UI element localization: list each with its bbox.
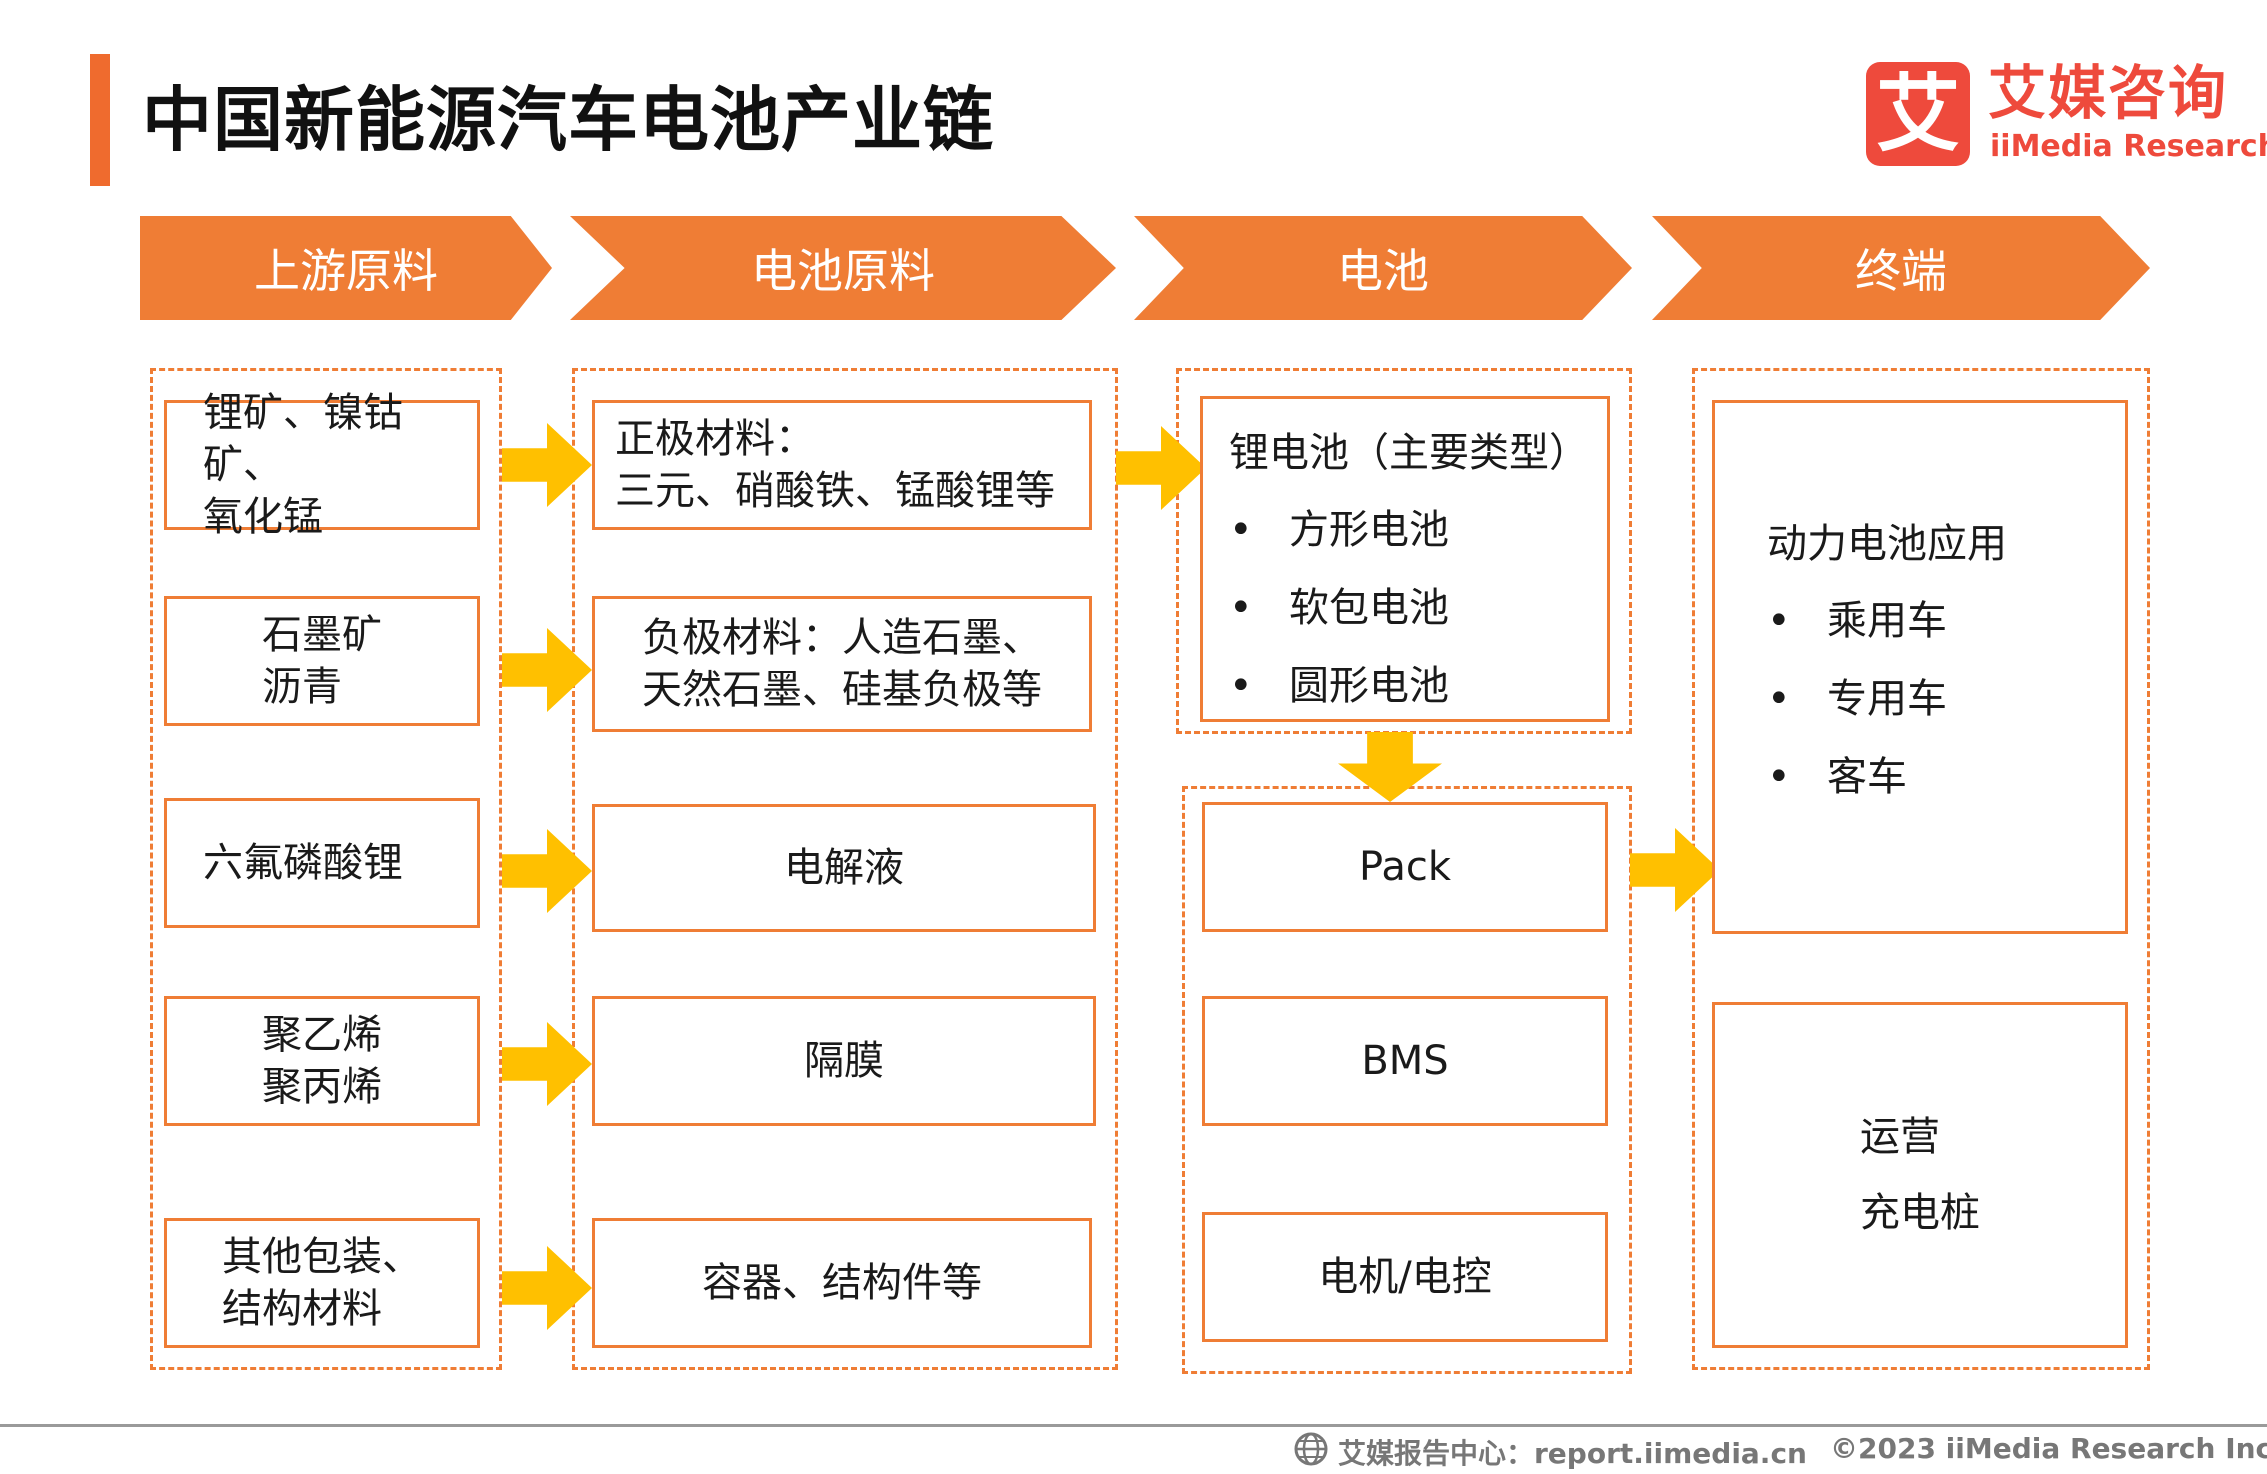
list-item: 乘用车 [1767,582,2125,660]
page-title: 中国新能源汽车电池产业链 [142,79,994,161]
electrolyte-box: 电解液 [592,804,1096,932]
footer-copyright: ©2023 iiMedia Research Inc [1830,1432,2267,1465]
cathode-material-box: 正极材料： 三元、硝酸铁、锰酸锂等 [592,400,1092,530]
lithium-battery-types: 方形电池 软包电池 圆形电池 [1229,491,1607,725]
application-heading: 动力电池应用 [1767,521,2007,567]
box-text: 负极材料：人造石墨、 天然石墨、硅基负极等 [642,612,1042,716]
box-line: 沥青 [262,664,342,710]
box-line: 石墨矿 [262,612,382,658]
stage-terminal: 终端 [1652,216,2150,320]
upstream-box-lithium-ore: 锂矿、镍钴矿、 氧化锰 [164,390,480,540]
logo-english-name: iiMedia Research [1990,129,2267,164]
title-accent-bar [90,54,110,186]
box-line: 聚乙烯 [262,1012,382,1058]
application-list: 乘用车 专用车 客车 [1767,582,2125,816]
iimedia-logo-icon: 艾 [1866,62,1970,166]
box-text: 聚乙烯 聚丙烯 [262,1009,382,1113]
upstream-box-lipf6: 六氟磷酸锂 [164,798,480,928]
power-battery-application-box: 动力电池应用 乘用车 专用车 客车 [1712,400,2128,934]
bms-box: BMS [1202,996,1608,1126]
stage-battery: 电池 [1134,216,1632,320]
globe-icon [1294,1432,1328,1466]
box-line: 六氟磷酸锂 [203,840,403,886]
container-structure-box: 容器、结构件等 [592,1218,1092,1348]
footer-divider [0,1424,2267,1427]
box-line: 氧化锰 [203,494,323,540]
list-item: 专用车 [1767,660,2125,738]
upstream-group [150,368,502,1370]
lithium-battery-heading: 锂电池（主要类型） [1229,430,1589,476]
box-line: 天然石墨、硅基负极等 [642,667,1042,713]
stage-battery-materials: 电池原料 [570,216,1116,320]
operation-charging-box: 运营 充电桩 [1712,1002,2128,1348]
box-line: 三元、硝酸铁、锰酸锂等 [615,468,1055,514]
lithium-battery-box: 锂电池（主要类型） 方形电池 软包电池 圆形电池 [1200,396,1610,725]
stage-upstream: 上游原料 [140,216,552,320]
list-item: 客车 [1767,738,2125,816]
box-line: 聚丙烯 [262,1064,382,1110]
box-line: 锂矿、镍钴矿、 [203,390,403,488]
upstream-box-polyolefin: 聚乙烯 聚丙烯 [164,996,480,1126]
pack-box: Pack [1202,802,1608,932]
separator-box: 隔膜 [592,996,1096,1126]
box-line: 运营 [1860,1114,1940,1160]
logo-chinese-name: 艾媒咨询 [1988,59,2229,127]
box-line: 结构材料 [222,1286,382,1332]
box-line: 容器、结构件等 [702,1260,982,1306]
footer-source: 艾媒报告中心：report.iimedia.cn [1338,1437,1807,1470]
anode-material-box: 负极材料：人造石墨、 天然石墨、硅基负极等 [592,596,1092,732]
box-line: Pack [1359,844,1451,890]
box-line: 充电桩 [1860,1190,1980,1236]
upstream-box-packaging: 其他包装、 结构材料 [164,1218,480,1348]
box-line: 正极材料： [615,416,815,462]
upstream-box-graphite: 石墨矿 沥青 [164,596,480,726]
box-line: 电机/电控 [1318,1254,1492,1300]
list-item: 方形电池 [1229,491,1607,569]
box-line: 电解液 [784,845,904,891]
box-text: 石墨矿 沥青 [262,609,382,713]
box-line: 隔膜 [804,1038,884,1084]
box-line: 负极材料：人造石墨、 [642,615,1042,661]
list-item: 圆形电池 [1229,647,1607,725]
list-item: 软包电池 [1229,569,1607,647]
box-text: 运营 充电桩 [1860,1099,1980,1251]
box-line: BMS [1361,1038,1449,1084]
motor-control-box: 电机/电控 [1202,1212,1608,1342]
box-line: 其他包装、 [222,1234,422,1280]
box-text: 其他包装、 结构材料 [222,1231,422,1335]
